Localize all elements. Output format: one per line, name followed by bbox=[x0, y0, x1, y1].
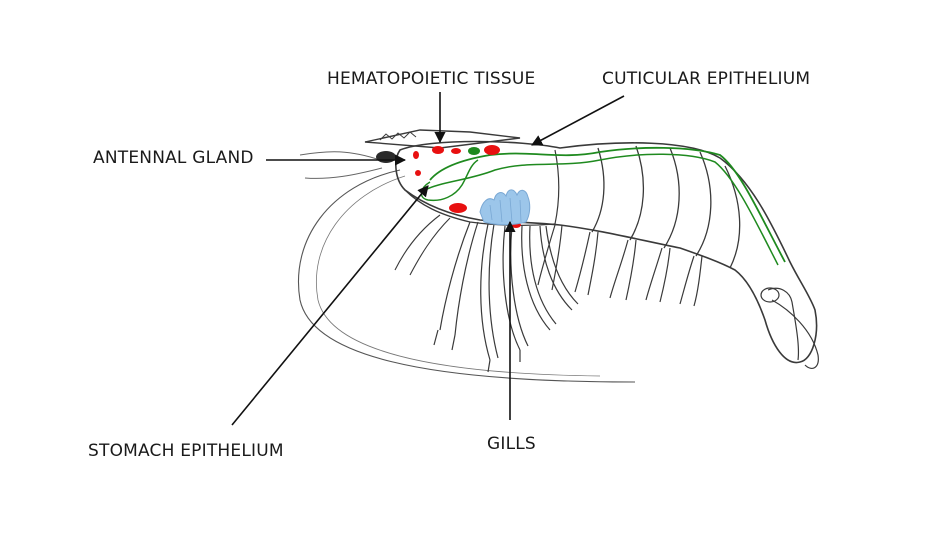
pleopod-4 bbox=[679, 255, 703, 307]
segment-5 bbox=[724, 165, 741, 269]
leg-1 bbox=[439, 221, 479, 336]
telson bbox=[767, 287, 800, 361]
epithelium-line bbox=[429, 146, 786, 263]
hematopoietic-spot-1 bbox=[432, 146, 444, 154]
hematopoietic-spot-4 bbox=[449, 203, 467, 213]
hematopoietic-spot-6 bbox=[415, 170, 421, 176]
arrow-cuticular bbox=[531, 95, 625, 146]
antenna-loop bbox=[298, 169, 636, 383]
antenna-front-2 bbox=[304, 167, 383, 179]
segment-3 bbox=[663, 147, 680, 249]
antenna-front bbox=[299, 151, 381, 161]
pleopod-5 bbox=[537, 224, 563, 291]
uropod bbox=[771, 299, 819, 369]
maxilliped bbox=[394, 214, 451, 276]
hematopoietic-spot-green bbox=[468, 147, 480, 155]
pleopod-1 bbox=[574, 231, 599, 296]
label-hematopoietic-tissue: HEMATOPOIETIC TISSUE bbox=[327, 69, 536, 89]
pleopod-2 bbox=[609, 239, 637, 301]
segment-2 bbox=[629, 145, 644, 241]
antennal-gland-mass bbox=[376, 151, 396, 163]
segment-4 bbox=[695, 151, 712, 257]
label-gills: GILLS bbox=[487, 434, 536, 454]
leg-2 bbox=[480, 223, 499, 361]
carapace-groove bbox=[554, 149, 560, 225]
pleopod-3 bbox=[645, 247, 671, 303]
tail-joint bbox=[760, 287, 780, 303]
hematopoietic-spot-2 bbox=[451, 148, 461, 154]
label-cuticular-epithelium: CUTICULAR EPITHELIUM bbox=[602, 69, 811, 89]
claw-tips bbox=[433, 329, 521, 373]
label-stomach-epithelium: STOMACH EPITHELIUM bbox=[88, 441, 284, 461]
hematopoietic-spot-3 bbox=[484, 145, 500, 155]
hematopoietic-spot-5 bbox=[413, 151, 419, 159]
rostrum-teeth bbox=[379, 131, 417, 141]
segment-1 bbox=[591, 147, 605, 233]
leg-5 bbox=[539, 225, 579, 311]
gills-shape bbox=[479, 189, 531, 226]
antenna-loop-inner bbox=[316, 175, 601, 377]
leg-4 bbox=[521, 225, 557, 331]
label-antennal-gland: ANTENNAL GLAND bbox=[93, 148, 254, 168]
gills-fronds bbox=[489, 197, 522, 223]
carapace-lower bbox=[404, 189, 556, 226]
rostrum bbox=[364, 129, 521, 149]
epithelium-line-2 bbox=[424, 153, 779, 266]
leg-3 bbox=[502, 225, 529, 351]
arrow-stomach bbox=[231, 185, 429, 426]
